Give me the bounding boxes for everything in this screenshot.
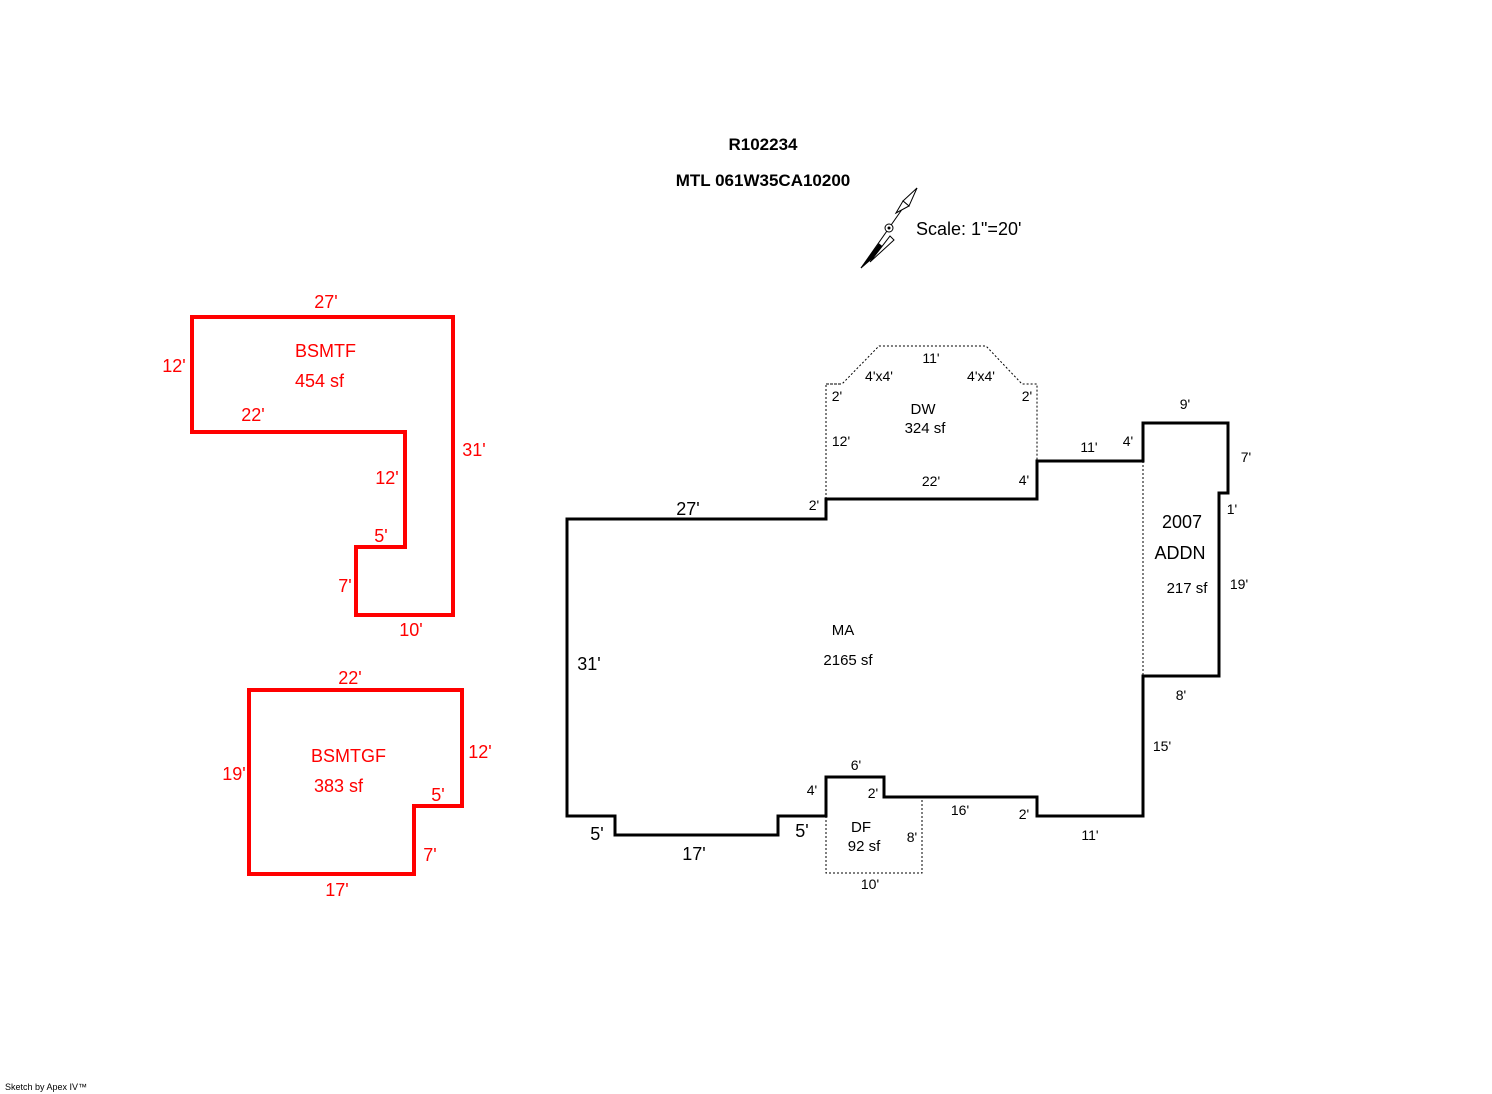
dw-dim-corner-right: 4'x4' — [967, 368, 995, 384]
ma-dim-left: 31' — [577, 654, 600, 674]
dw-area-value: 324 sf — [905, 420, 947, 437]
bsmtf-outline — [190, 315, 455, 617]
ma-dim-rear-side: 15' — [1153, 738, 1171, 754]
addn-dim-right: 19' — [1230, 576, 1248, 592]
ma-dim-bottom-mid: 16' — [951, 802, 969, 818]
bsmtf-dim-notch-top: 5' — [374, 526, 387, 546]
scale-label: Scale: 1"=20' — [916, 219, 1021, 239]
ma-name: MA — [832, 622, 855, 639]
dw-outline — [825, 345, 1038, 499]
df-area: DF 92 sf 8' 10' — [825, 797, 923, 892]
bsmtgf-dim-notch-side: 7' — [423, 845, 436, 865]
ma-dim-top: 27' — [676, 499, 699, 519]
ma-dim-bottom-step: 2' — [1019, 806, 1029, 822]
dw-dim-inner-left: 12' — [832, 433, 850, 449]
ma-dim-df-step-right: 2' — [868, 785, 878, 801]
ma-dim-df-top: 6' — [851, 757, 861, 773]
ma-dim-top-step: 2' — [809, 497, 819, 513]
bsmtf-dim-right: 31' — [462, 440, 485, 460]
addn-area-value: 217 sf — [1167, 580, 1209, 597]
ma-dim-bottom-left: 17' — [682, 844, 705, 864]
bsmtf-dim-inner-top: 22' — [241, 405, 264, 425]
bsmtf-area-value: 454 sf — [295, 371, 345, 391]
bsmtgf-area-value: 383 sf — [314, 776, 364, 796]
bsmtf-dim-bottom: 10' — [399, 620, 422, 640]
bsmtgf-dim-top: 22' — [338, 668, 361, 688]
bsmtgf-outline — [247, 688, 464, 876]
addn-name-line2: ADDN — [1154, 543, 1205, 563]
bsmtgf-name: BSMTGF — [311, 746, 386, 766]
sketch-credit: Sketch by Apex IV™ — [5, 1082, 87, 1092]
dw-dim-corner-left: 4'x4' — [865, 368, 893, 384]
dw-dim-side-right: 2' — [1022, 388, 1032, 404]
map-reference: MTL 061W35CA10200 — [676, 171, 851, 190]
bsmtf-dim-top: 27' — [314, 292, 337, 312]
dw-dim-side-left: 2' — [832, 388, 842, 404]
bsmtf-name: BSMTF — [295, 341, 356, 361]
bsmtf-dim-notch-side: 7' — [338, 576, 351, 596]
ma-dim-step-up: 4' — [1019, 472, 1029, 488]
ma-dim-bottom-right: 11' — [1081, 827, 1098, 843]
ma-area-value: 2165 sf — [823, 652, 873, 669]
dw-name: DW — [911, 401, 937, 418]
bsmtgf-dim-right: 12' — [468, 742, 491, 762]
addn-dim-step: 1' — [1227, 501, 1237, 517]
bsmtf-dim-inner-vert: 12' — [375, 468, 398, 488]
addn-name-line1: 2007 — [1162, 512, 1202, 532]
df-name: DF — [851, 819, 871, 836]
ma-dim-rear-bottom: 8' — [1176, 687, 1186, 703]
addn-area: 2007 ADDN 217 sf 9' 7' 1' 19' — [1154, 396, 1251, 597]
df-dim-bottom: 10' — [861, 876, 879, 892]
ma-area: MA 2165 sf 27' 31' 5' 17' 5' 2' 22' 4' 1… — [565, 421, 1230, 864]
addn-dim-right-top: 7' — [1241, 449, 1251, 465]
ma-dim-df-step-left: 4' — [807, 782, 817, 798]
dw-dim-top: 11' — [922, 350, 939, 366]
bsmtgf-area: BSMTGF 383 sf 22' 19' 12' 5' 7' 17' — [222, 668, 491, 900]
df-outline — [825, 797, 923, 874]
ma-dim-top-right: 11' — [1080, 439, 1097, 455]
ma-dim-step-mid: 5' — [795, 821, 808, 841]
ma-dim-add-step: 4' — [1123, 433, 1133, 449]
dw-area: DW 324 sf 11' 4'x4' 4'x4' 2' 2' 12' — [825, 345, 1038, 499]
bsmtgf-dim-notch-top: 5' — [431, 785, 444, 805]
bsmtf-dim-left: 12' — [162, 356, 185, 376]
df-area-value: 92 sf — [848, 838, 881, 855]
df-dim-right: 8' — [907, 829, 917, 845]
bsmtgf-dim-bottom: 17' — [325, 880, 348, 900]
north-arrow-icon — [860, 187, 918, 269]
ma-dim-top-mid: 22' — [922, 473, 940, 489]
bsmtf-area: BSMTF 454 sf 27' 12' 22' 12' 5' 7' 10' 3… — [162, 292, 485, 640]
addn-dim-top: 9' — [1180, 396, 1190, 412]
ma-dim-step-left: 5' — [590, 824, 603, 844]
record-id: R102234 — [728, 135, 798, 154]
bsmtgf-dim-left: 19' — [222, 764, 245, 784]
ma-outline — [565, 421, 1230, 837]
